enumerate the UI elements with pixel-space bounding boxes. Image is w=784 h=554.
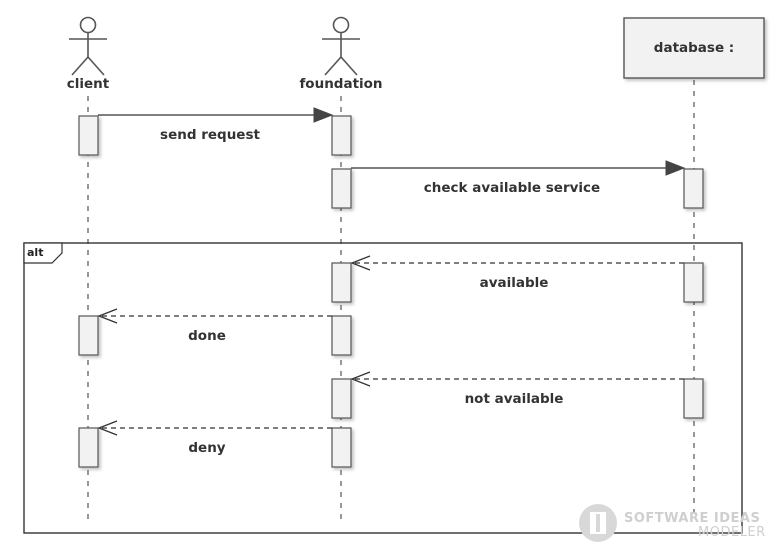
message-label-available: available xyxy=(480,275,549,291)
activation-foundation-1 xyxy=(331,115,352,156)
activation-foundation-5 xyxy=(331,378,352,419)
watermark-line1: SOFTWARE IDEAS xyxy=(624,511,760,526)
object-database[interactable] xyxy=(623,17,765,79)
actor-client[interactable] xyxy=(69,16,107,76)
participant-label-foundation: foundation xyxy=(299,76,382,92)
activation-client-2 xyxy=(78,315,99,356)
activation-foundation-6 xyxy=(331,427,352,468)
actor-foundation[interactable] xyxy=(322,16,360,76)
alt-fragment-label: alt xyxy=(27,246,43,259)
message-send-request[interactable] xyxy=(98,107,334,123)
activation-database-1 xyxy=(683,168,704,209)
message-check-available-service[interactable] xyxy=(351,160,686,176)
activation-foundation-3 xyxy=(331,262,352,303)
watermark-logo-icon xyxy=(579,504,617,542)
alt-fragment-frame[interactable] xyxy=(23,242,743,534)
message-label-done: done xyxy=(188,328,226,344)
message-available[interactable] xyxy=(350,255,684,271)
message-deny[interactable] xyxy=(97,420,332,436)
message-done[interactable] xyxy=(97,308,332,324)
message-label-not-available: not available xyxy=(465,391,564,407)
participant-label-client: client xyxy=(67,76,110,92)
activation-client-3 xyxy=(78,427,99,468)
activation-database-2 xyxy=(683,262,704,303)
activation-foundation-4 xyxy=(331,315,352,356)
participant-label-database: database : xyxy=(654,40,734,56)
message-label-deny: deny xyxy=(188,440,225,456)
message-label-check-available-service: check available service xyxy=(424,180,600,196)
activation-client-1 xyxy=(78,115,99,156)
activation-database-3 xyxy=(683,378,704,419)
alt-fragment-tag xyxy=(23,242,63,264)
watermark-line2: MODELER xyxy=(698,525,766,540)
activation-foundation-2 xyxy=(331,168,352,209)
message-label-send-request: send request xyxy=(160,127,260,143)
message-not-available[interactable] xyxy=(350,371,684,387)
